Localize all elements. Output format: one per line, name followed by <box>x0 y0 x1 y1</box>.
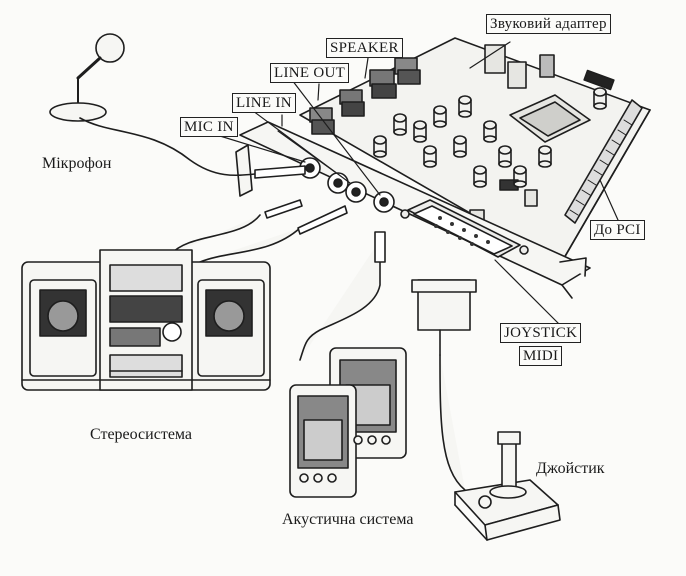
stereo-system-drawing <box>21 199 348 391</box>
joystick-drawing <box>411 279 561 541</box>
joystick-midi-label: JOYSTICK MIDI <box>500 323 582 366</box>
microphone-drawing <box>49 33 306 179</box>
mic-in-label: MIC IN <box>180 117 238 137</box>
label-leaders <box>219 41 619 326</box>
microphone-label: Мікрофон <box>42 155 112 172</box>
stereo-system-label: Стереосистема <box>90 426 193 443</box>
joystick-device-label: Джойстик <box>536 460 605 477</box>
line-in-label: LINE IN <box>232 93 296 113</box>
joystick-port-label: JOYSTICK <box>500 323 582 343</box>
sound-adapter-label: Звуковий адаптер <box>486 14 611 34</box>
line-out-label: LINE OUT <box>270 63 350 83</box>
speaker-label: SPEAKER <box>326 38 403 58</box>
capacitors <box>373 87 607 188</box>
acoustic-system-label: Акустична система <box>282 511 414 528</box>
gameport-connector <box>400 199 529 258</box>
speakers-drawing <box>289 231 407 498</box>
midi-port-label: MIDI <box>518 346 563 366</box>
to-pci-label: До PCI <box>590 220 645 240</box>
